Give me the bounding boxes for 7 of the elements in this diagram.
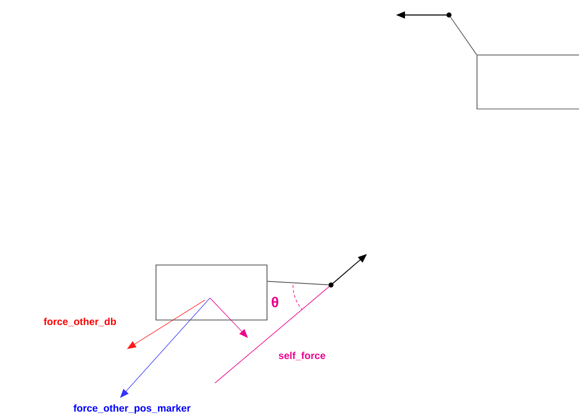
force-label: force_other_pos_marker: [74, 404, 190, 414]
connector-line: [450, 16, 477, 55]
connector-line: [267, 280, 329, 286]
force-label: force_other_db: [44, 318, 116, 326]
block-box: [476, 54, 579, 110]
block-box: [156, 264, 268, 320]
force-label: self_force: [278, 352, 326, 360]
